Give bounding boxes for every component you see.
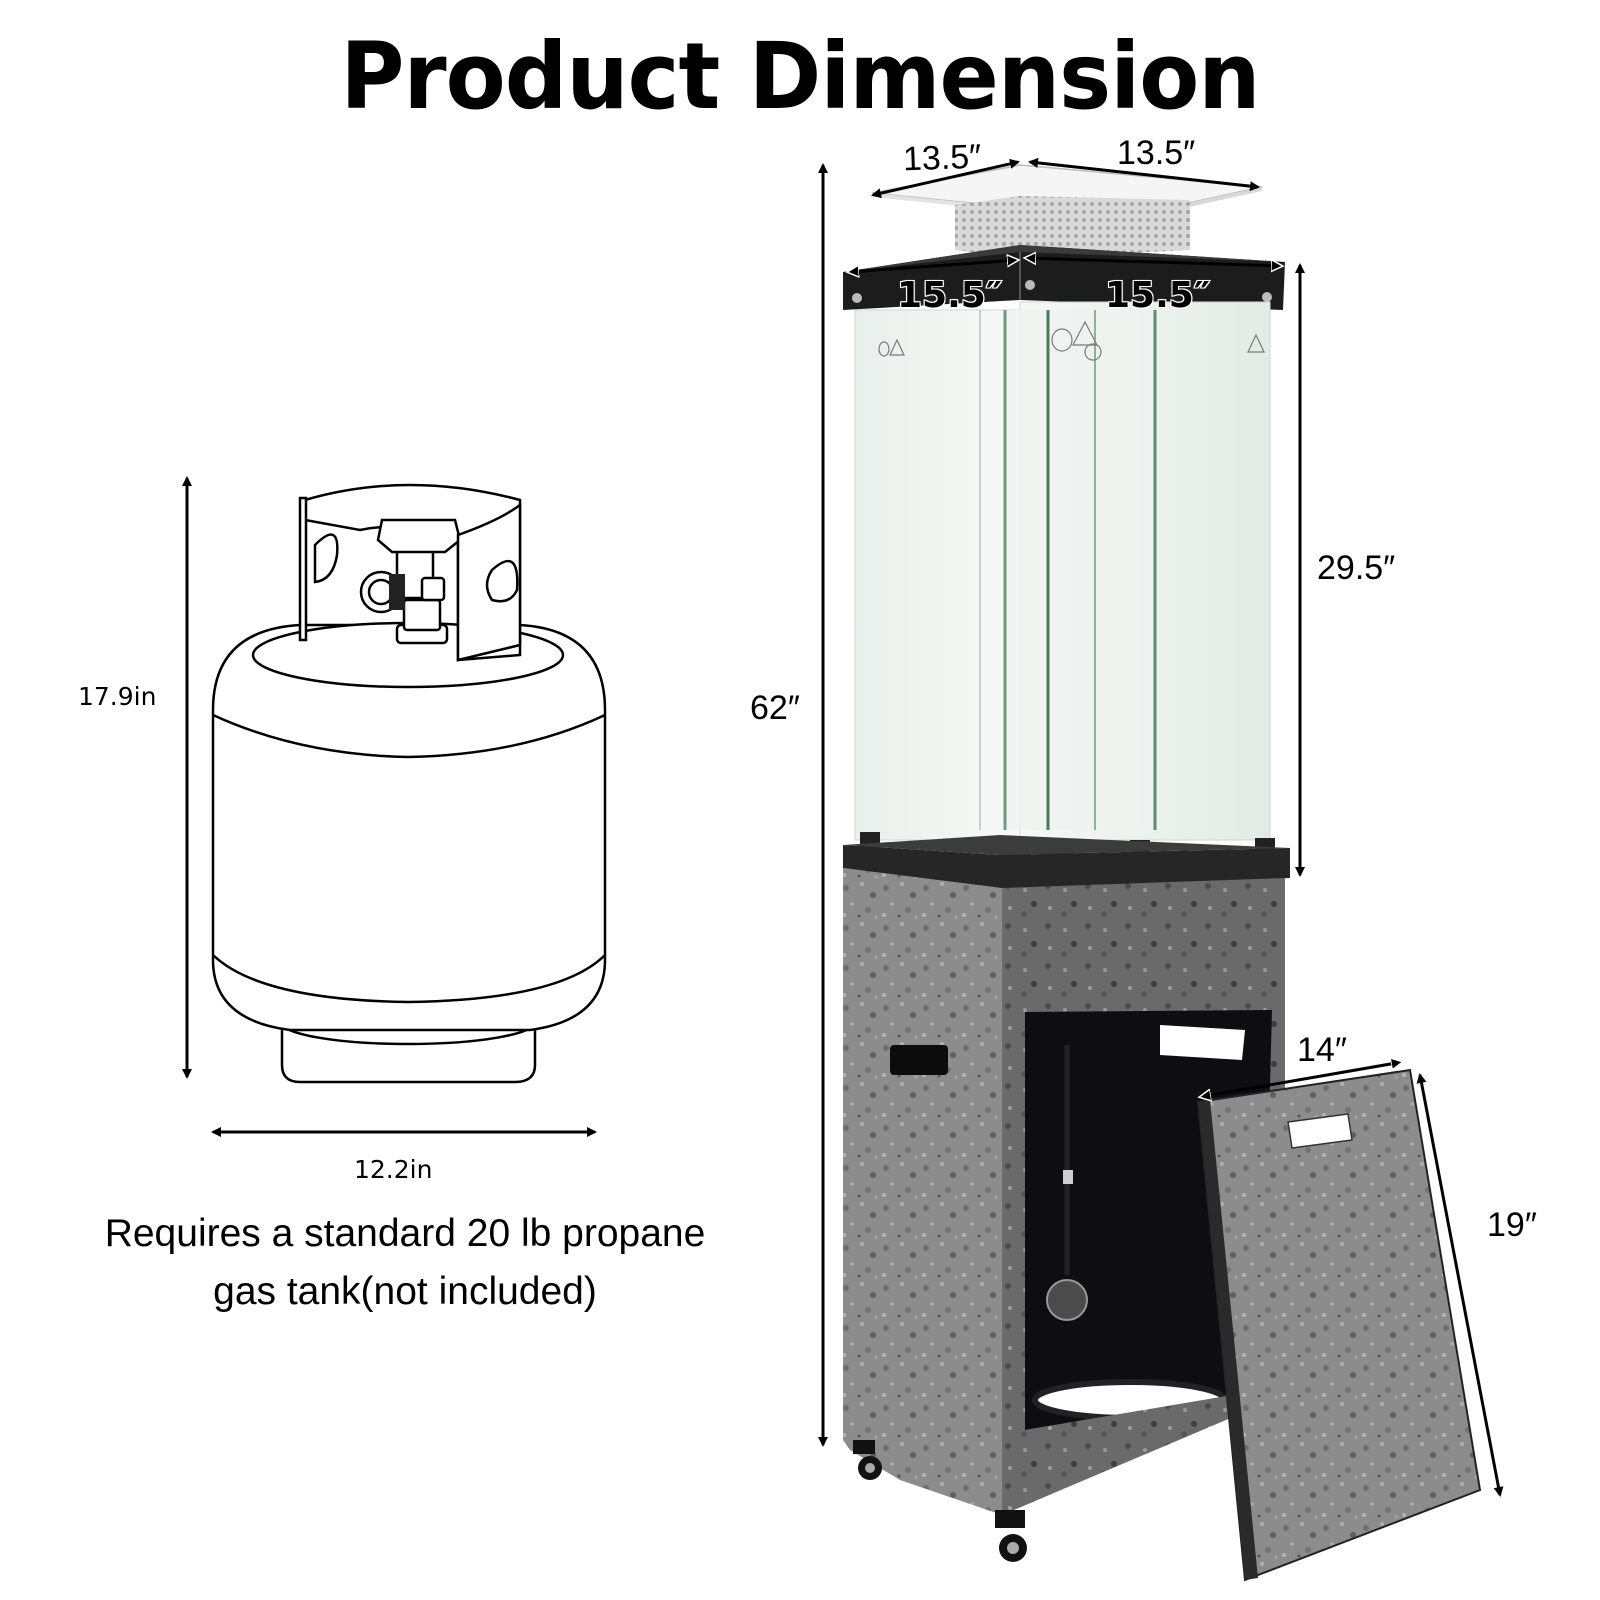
cap-left-label: 13.5″: [902, 137, 982, 179]
door-width-label: 14″: [1297, 1031, 1347, 1069]
frame-left-arrow: [848, 260, 1018, 272]
cap-right-label: 13.5″: [1117, 134, 1196, 172]
propane-tank-illustration: [211, 483, 607, 1084]
frame-left-label: 15.5″: [896, 275, 1003, 317]
frame-right-arrow: [1025, 258, 1282, 266]
door-height-label: 19″: [1487, 1206, 1537, 1244]
cap-right-arrow: [1028, 157, 1260, 192]
patio-heater-illustration: [843, 164, 1482, 1582]
cap-left-arrow: [871, 158, 1020, 199]
frame-right-label: 15.5″: [1104, 275, 1211, 317]
tank-height-label: 17.9in: [78, 682, 157, 711]
tank-width-label: 12.2in: [354, 1155, 433, 1184]
glass-height-label: 29.5″: [1317, 549, 1396, 587]
tank-requirement-note: Requires a standard 20 lb propane gas ta…: [40, 1205, 770, 1321]
total-height-label: 62″: [750, 689, 800, 727]
door-width-arrow: [1200, 1062, 1402, 1097]
tank-note-line-2: gas tank(not included): [213, 1270, 597, 1313]
tank-note-line-1: Requires a standard 20 lb propane: [104, 1212, 706, 1255]
door-height-arrow: [1416, 1073, 1504, 1497]
page-title: Product Dimension: [340, 23, 1260, 130]
